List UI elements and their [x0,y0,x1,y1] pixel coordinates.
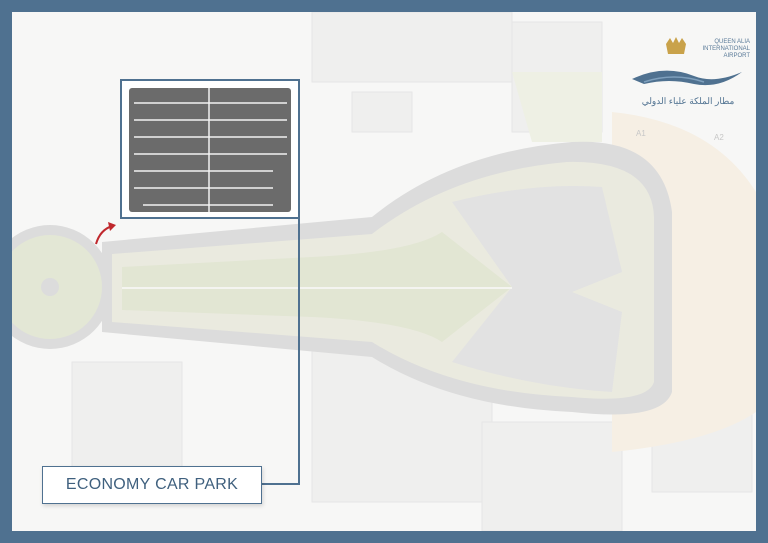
logo-text-line: INTERNATIONAL [702,46,750,52]
map-frame: A1 A2 QUEEN ALIA INTERNATIONAL AIRPORT م… [12,12,756,531]
crown-and-wave-icon [632,37,742,86]
terminal-parking [452,186,622,392]
green-patch [512,72,602,142]
airport-logo: QUEEN ALIA INTERNATIONAL AIRPORT مطار ال… [624,34,754,114]
logo-text-line: QUEEN ALIA [714,39,750,45]
economy-car-park-label[interactable]: ECONOMY CAR PARK [42,466,262,504]
logo-text-line: AIRPORT [723,53,750,59]
parking-aisles [134,88,287,212]
leader-line [262,218,300,485]
economy-car-park-lots [129,88,291,212]
logo-arabic-name: مطار الملكة علياء الدولي [641,96,735,106]
gate-label-a2: A2 [714,133,724,142]
economy-car-park-label-text: ECONOMY CAR PARK [65,476,239,493]
gate-label-a1: A1 [636,129,646,138]
airport-map [12,12,756,531]
